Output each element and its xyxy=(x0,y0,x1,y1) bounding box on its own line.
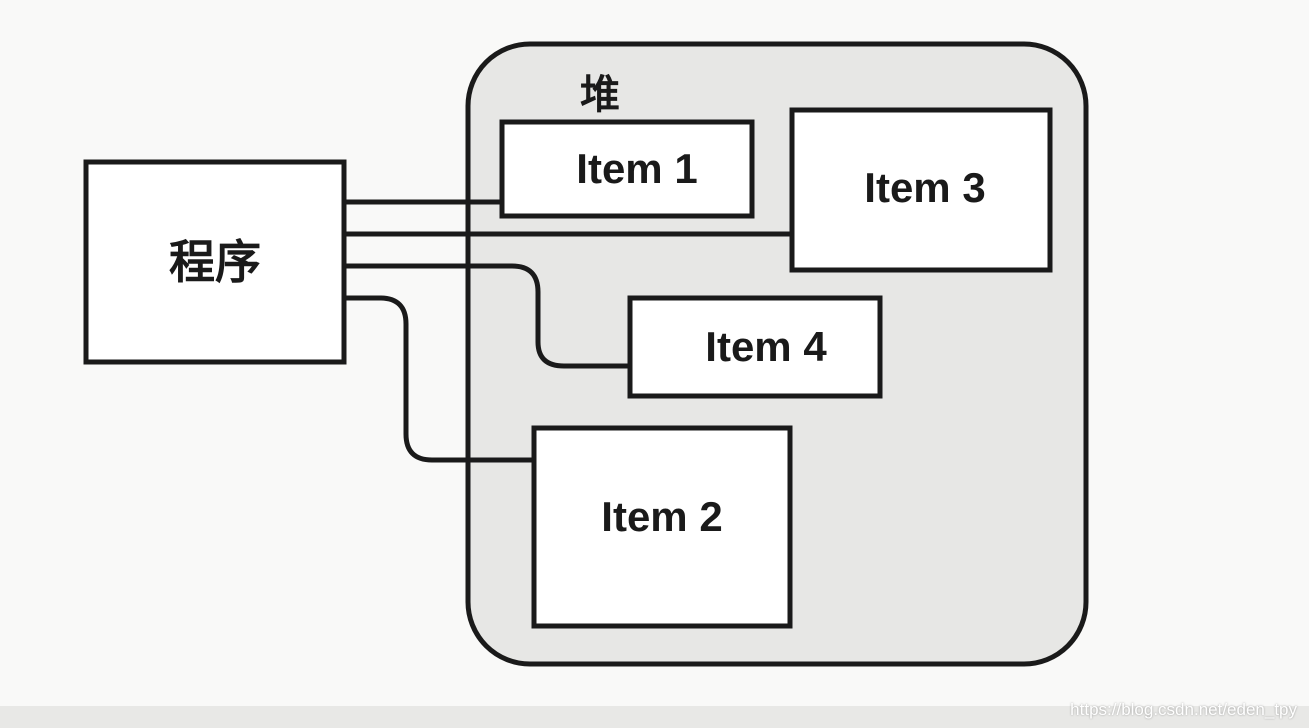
item4-box xyxy=(627,295,883,399)
connector-item4 xyxy=(344,263,630,369)
item2-box xyxy=(531,425,793,629)
heap-label: 堆 xyxy=(580,71,620,118)
bottom-band xyxy=(0,706,1309,728)
item1-label: Item 1 xyxy=(576,145,697,192)
connection-lines xyxy=(344,199,792,463)
watermark-text: https://blog.csdn.net/eden_tpy xyxy=(1070,700,1297,719)
program-label: 程序 xyxy=(169,235,261,289)
item3-label: Item 3 xyxy=(864,164,985,211)
item4-label: Item 4 xyxy=(705,323,827,370)
item1-box xyxy=(499,119,755,219)
item2-label: Item 2 xyxy=(601,493,722,540)
program-box xyxy=(83,159,347,365)
item3-box xyxy=(789,107,1053,273)
connector-item2 xyxy=(344,295,534,463)
